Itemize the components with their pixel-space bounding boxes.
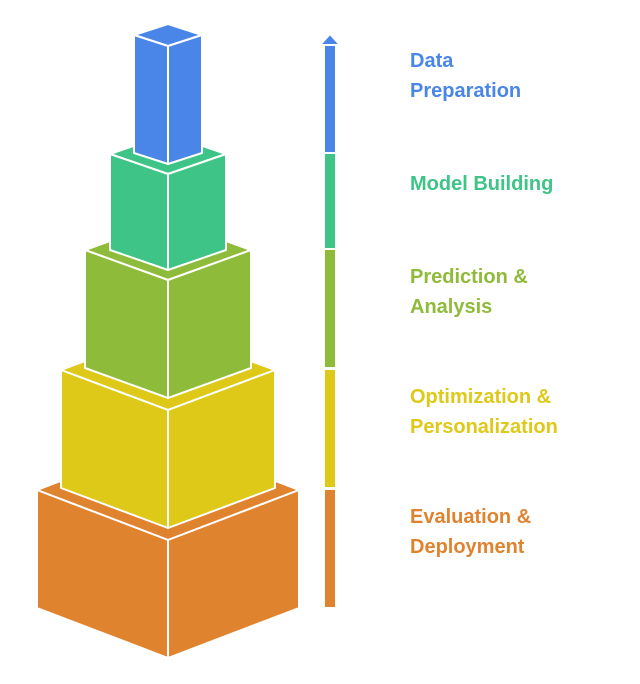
stage-label-prediction-analysis: Prediction & Analysis [410, 262, 630, 322]
arrow-segment [325, 250, 335, 367]
arrow-segment [325, 370, 335, 487]
box-left-face [109, 153, 169, 271]
box-left-face [133, 34, 169, 165]
arrow-segment [325, 154, 335, 248]
box-right-face [167, 153, 227, 271]
box-right-face [167, 34, 203, 165]
box-right-face [167, 369, 276, 529]
arrow-head-icon [319, 33, 341, 46]
label-line: Prediction & [410, 266, 528, 288]
box-right-face [167, 489, 300, 659]
label-line: Deployment [410, 536, 525, 558]
stage-label-evaluation-deployment: Evaluation & Deployment [410, 502, 630, 562]
arrow-segment [325, 44, 335, 152]
label-line: Evaluation & [410, 506, 532, 528]
stage-label-model-building: Model Building [410, 169, 630, 199]
arrow-segment [325, 490, 335, 607]
label-line: Optimization & [410, 386, 552, 408]
label-line: Model Building [410, 173, 554, 195]
label-line: Preparation [410, 80, 522, 102]
label-line: Personalization [410, 416, 558, 438]
stage-label-optimization-personalization: Optimization & Personalization [410, 382, 630, 442]
label-line: Data [410, 50, 454, 72]
label-line: Analysis [410, 296, 493, 318]
stage-label-data-preparation: Data Preparation [410, 46, 630, 106]
box-right-face [167, 249, 252, 399]
